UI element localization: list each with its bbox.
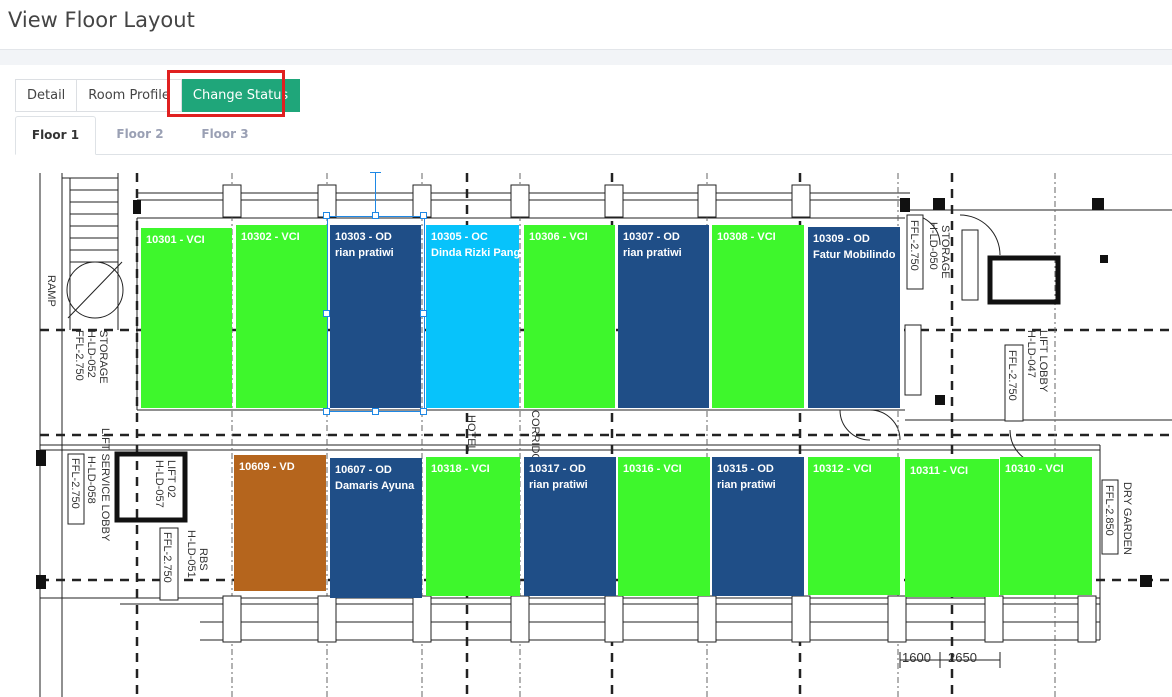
resize-handle-n[interactable] [372, 212, 379, 219]
resize-handle-ne[interactable] [420, 212, 427, 219]
dimension-1600: 1600 [902, 650, 931, 665]
code-050-label: H-LD-050 [927, 222, 939, 270]
code-057-label: H-LD-057 [153, 460, 165, 508]
room-10609[interactable]: 10609 - VD [234, 455, 326, 591]
tab-floor-2[interactable]: Floor 2 [116, 127, 164, 141]
corridor-label: CORRIDOR [529, 410, 541, 470]
tab-floor-3[interactable]: Floor 3 [201, 127, 249, 141]
page-title: View Floor Layout [8, 8, 195, 32]
room-10306[interactable]: 10306 - VCI [524, 225, 615, 408]
resize-handle-e[interactable] [420, 310, 427, 317]
rotate-handle-cap[interactable] [370, 172, 381, 173]
code-047-label: H-LD-047 [1025, 330, 1037, 378]
floor-plan: RAMP STORAGE H-LD-052 FFL-2.750 STORAGE … [0, 155, 1172, 697]
ffl-d-label: FFL-2.750 [69, 458, 81, 509]
room-10316[interactable]: 10316 - VCI [618, 457, 710, 596]
resize-handle-w[interactable] [323, 310, 330, 317]
floor-plan-drawing: RAMP STORAGE H-LD-052 FFL-2.750 STORAGE … [36, 173, 1172, 697]
floor-tabs: Floor 1 Floor 2 Floor 3 [15, 116, 1172, 155]
dimension-2650: 2650 [948, 650, 977, 665]
room-10308[interactable]: 10308 - VCI [712, 225, 804, 408]
code-058-label: H-LD-058 [85, 456, 97, 504]
title-divider [0, 49, 1172, 65]
detail-button[interactable]: Detail [15, 79, 78, 112]
storage-right-label: STORAGE [939, 225, 951, 279]
code-052-label: H-LD-052 [85, 330, 97, 378]
lift-lobby-label: LIFT LOBBY [1037, 330, 1049, 393]
resize-handle-nw[interactable] [323, 212, 330, 219]
room-10318[interactable]: 10318 - VCI [426, 457, 520, 596]
ffl-b-label: FFL-2.750 [908, 220, 920, 271]
rotate-handle-line[interactable] [375, 172, 376, 216]
room-10301[interactable]: 10301 - VCI [141, 228, 232, 408]
ramp-label: RAMP [45, 275, 57, 307]
ffl-e-label: FFL-2.750 [161, 532, 173, 583]
hotel-label: HOTEL [465, 415, 477, 452]
room-10311[interactable]: 10311 - VCI [905, 459, 999, 597]
change-status-button[interactable]: Change Status [181, 79, 301, 112]
storage-left-label: STORAGE [97, 330, 109, 384]
code-051-label: H-LD-051 [185, 530, 197, 578]
room-10310[interactable]: 10310 - VCI [1000, 457, 1092, 595]
dry-garden-label: DRY GARDEN [1121, 482, 1133, 555]
ffl-2850-label: FFL-2.850 [1103, 485, 1115, 536]
lift-02-label: LIFT 02 [165, 460, 177, 498]
resize-handle-se[interactable] [420, 408, 427, 415]
resize-handle-sw[interactable] [323, 408, 330, 415]
lift-service-lobby-label: LIFT SERVICE LOBBY [99, 428, 111, 542]
room-profile-button[interactable]: Room Profile [77, 79, 182, 112]
rbs-label: RBS [197, 548, 209, 571]
room-10312[interactable]: 10312 - VCI [808, 457, 900, 595]
ffl-c-label: FFL-2.750 [1006, 350, 1018, 401]
resize-handle-s[interactable] [372, 408, 379, 415]
tab-floor-1[interactable]: Floor 1 [15, 116, 96, 155]
action-button-group: Detail Room Profile Change Status [15, 79, 301, 112]
ffl-a-label: FFL-2.750 [73, 330, 85, 381]
room-10302[interactable]: 10302 - VCI [236, 225, 327, 408]
